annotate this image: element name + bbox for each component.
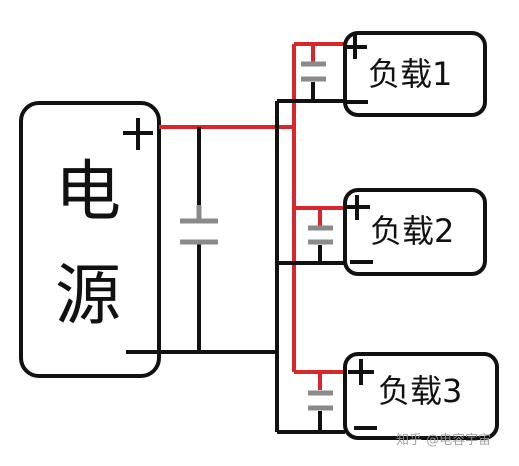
- load-3-box: [343, 352, 499, 440]
- bulk-capacitor: [180, 205, 218, 245]
- load-1-plus-sign: [343, 35, 367, 59]
- power-source: 电 源: [19, 101, 161, 378]
- power-source-label-line2: 源: [55, 257, 121, 334]
- load-1-label: 负载1: [368, 55, 452, 93]
- power-source-label-line1: 电: [55, 153, 121, 230]
- load-3-label: 负载3: [378, 372, 462, 410]
- load-3-decoupling-capacitor: [308, 372, 333, 432]
- load-1-decoupling-capacitor: [301, 44, 326, 101]
- load-2-label: 负载2: [370, 212, 454, 250]
- load-2-box: [343, 188, 487, 276]
- negative-wiring: [159, 99, 345, 434]
- load-2-decoupling-capacitor: [308, 208, 333, 263]
- power-source-plus-sign: [123, 118, 153, 150]
- load-2: 负载2: [308, 188, 487, 276]
- positive-wiring: [159, 42, 345, 374]
- load-1: 负载1: [301, 31, 487, 117]
- load-2-plus-sign: [345, 195, 370, 220]
- load-1-box: [343, 31, 487, 117]
- watermark: 知乎 @电容宇宙: [396, 432, 491, 448]
- load-3-plus-sign: [348, 359, 374, 385]
- power-source-box: [19, 101, 161, 378]
- load-3: 负载3: [308, 352, 499, 440]
